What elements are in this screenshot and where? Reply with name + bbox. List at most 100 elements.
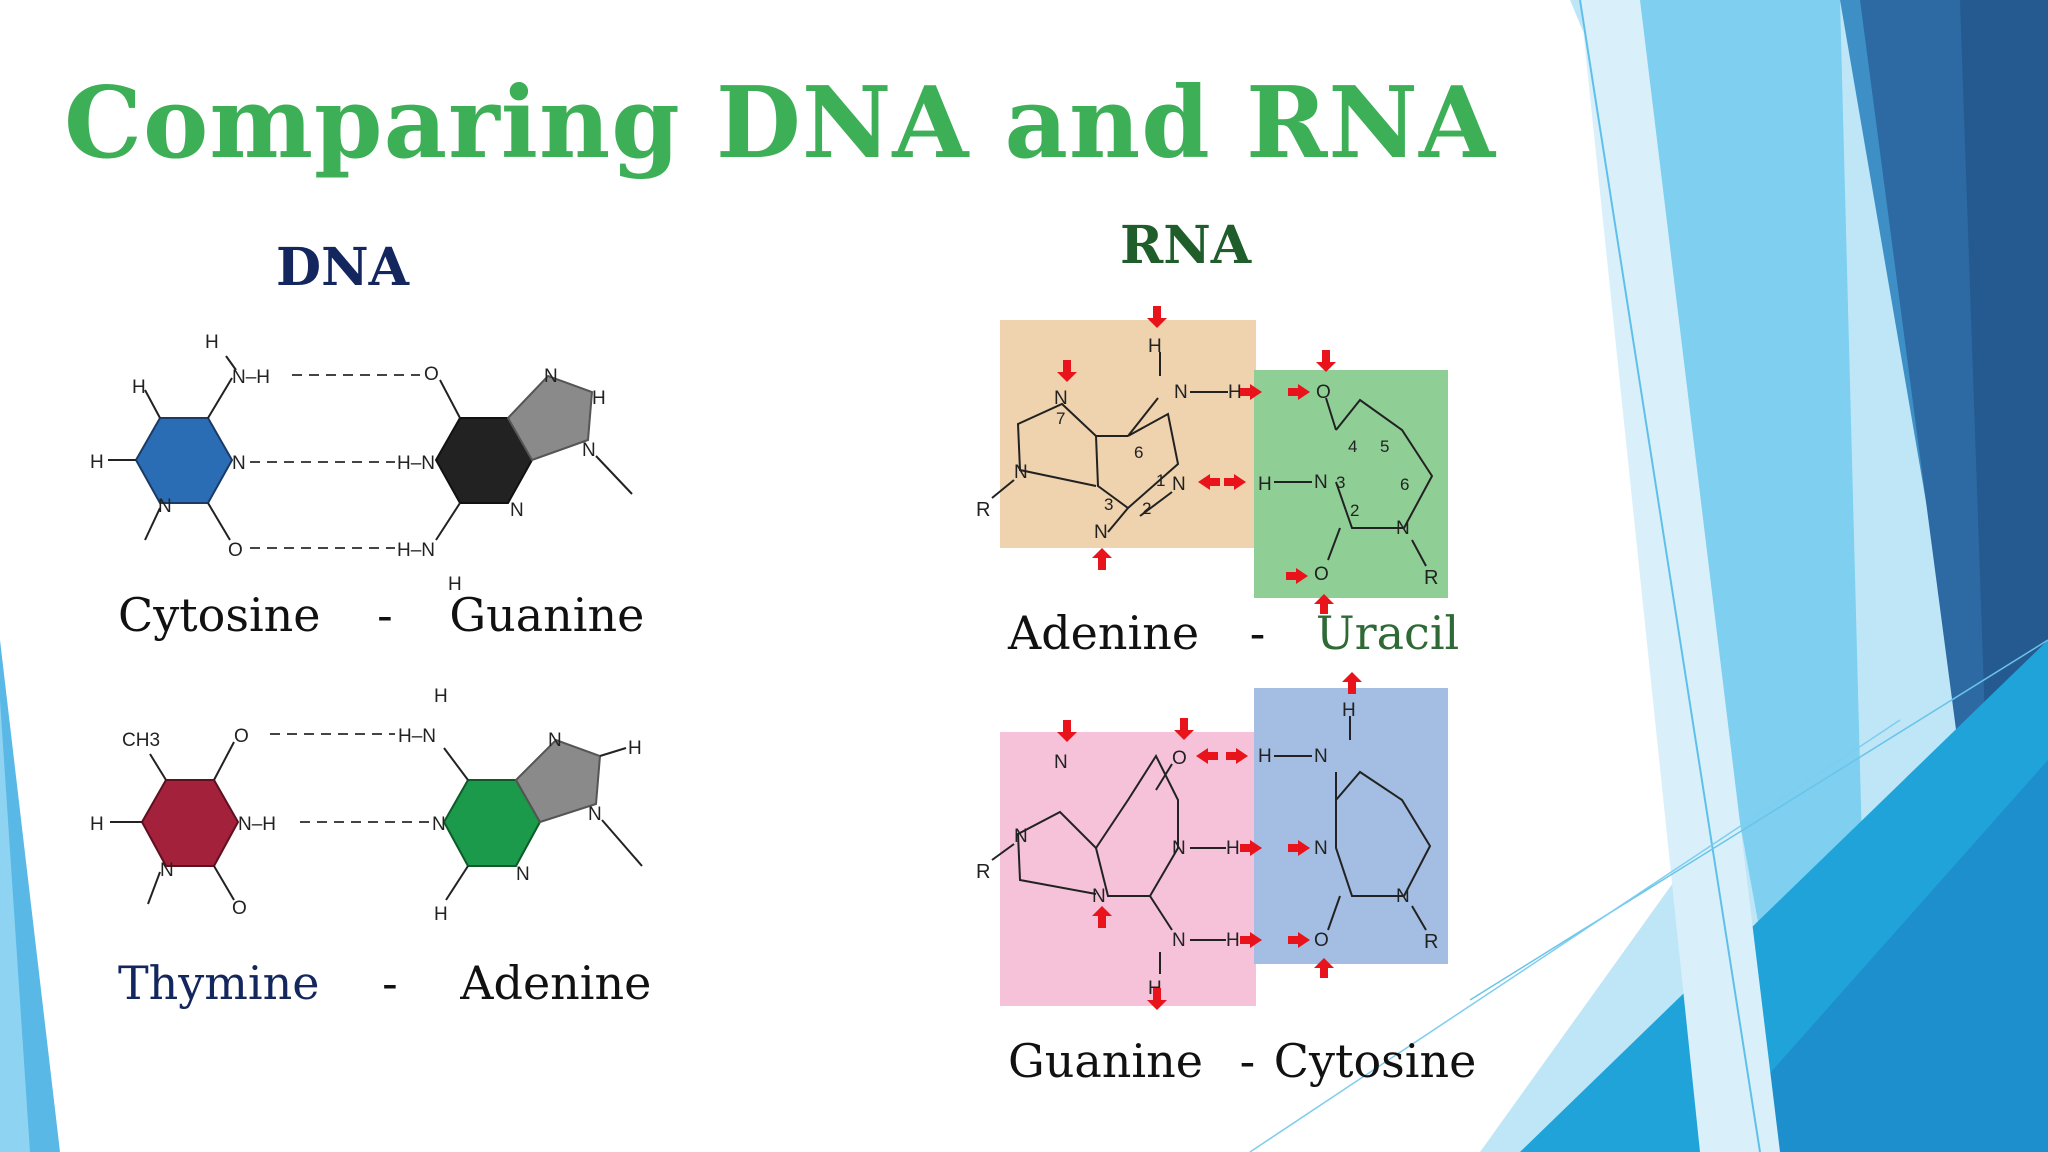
adenine-five-ring xyxy=(514,738,602,824)
atom-r: R xyxy=(976,499,990,521)
rna-heading: RNA xyxy=(1120,215,1252,276)
accent-line-1 xyxy=(1579,0,1761,1152)
atom-h: H xyxy=(205,332,219,353)
atom-hn: H–N xyxy=(398,726,436,747)
red-arrows-pair1 xyxy=(1057,306,1336,614)
right-shape-pale xyxy=(1580,0,1780,1152)
red-arrows-pair2 xyxy=(1057,672,1362,1010)
dash-separator: - xyxy=(1239,1034,1256,1088)
atom-o: O xyxy=(1314,564,1329,585)
atom-n: N xyxy=(158,496,172,517)
dna-heading: DNA xyxy=(276,237,409,298)
guanine-label: Guanine xyxy=(449,588,645,642)
guanine-box xyxy=(1000,732,1256,1006)
atom-n: N xyxy=(582,440,596,461)
adenine-box xyxy=(1000,320,1256,548)
rna-pair2-label: Guanine - Cytosine xyxy=(1008,1034,1476,1088)
atom-hn: H–N xyxy=(397,453,435,474)
atom-h: H xyxy=(132,377,146,398)
atom-n: N xyxy=(432,814,446,835)
atom-o: O xyxy=(1314,930,1329,951)
atom-n: N xyxy=(232,453,246,474)
accent-line-3 xyxy=(1249,719,1901,1152)
right-shape-cyan-2 xyxy=(1700,760,2048,1152)
cytosine-label: Cytosine xyxy=(1273,1034,1477,1088)
svg-text:3: 3 xyxy=(1104,495,1113,514)
atom-n: N xyxy=(1094,522,1108,543)
atom-n: N xyxy=(1054,752,1068,773)
atom-n: N xyxy=(544,366,558,387)
atom-h: H xyxy=(628,738,642,759)
dash-separator: - xyxy=(377,588,393,642)
atom-n: N xyxy=(1172,838,1186,859)
atom-o: O xyxy=(234,726,249,747)
atom-h: H xyxy=(448,574,462,595)
thymine-label: Thymine xyxy=(118,956,320,1010)
svg-text:4: 4 xyxy=(1348,437,1357,456)
atom-ch3: CH3 xyxy=(122,730,160,751)
rna-pair1-label: Adenine - Uracil xyxy=(1008,606,1459,660)
adenine-label: Adenine xyxy=(460,956,652,1010)
atom-h: H xyxy=(1226,838,1240,859)
svg-text:7: 7 xyxy=(1056,409,1065,428)
atom-n: N xyxy=(1174,382,1188,403)
atom-n: N xyxy=(160,860,174,881)
uracil-label: Uracil xyxy=(1315,606,1460,660)
atom-r: R xyxy=(976,861,990,883)
atom-h: H xyxy=(434,686,448,707)
guanine-five-ring xyxy=(506,374,594,462)
atom-o: O xyxy=(1172,748,1187,769)
atom-n: N xyxy=(1172,930,1186,951)
left-edge-shape-light xyxy=(0,700,30,1152)
atom-hn: H–N xyxy=(397,540,435,561)
atom-h: H xyxy=(1342,700,1356,721)
atom-n: N xyxy=(1054,388,1068,409)
atom-n: N xyxy=(1314,472,1328,493)
atom-h: H xyxy=(1226,930,1240,951)
dna-pair1-label: Cytosine - Guanine xyxy=(118,588,644,642)
atom-nh: N–H xyxy=(238,814,276,835)
atom-o: O xyxy=(424,364,439,385)
atom-n: N xyxy=(510,500,524,521)
dna-pair2-label: Thymine - Adenine xyxy=(118,956,651,1010)
atom-n: N xyxy=(1014,826,1028,847)
atom-r: R xyxy=(1424,931,1438,953)
svg-text:5: 5 xyxy=(1380,437,1389,456)
atom-h: H xyxy=(592,388,606,409)
atom-h: H xyxy=(1258,746,1272,767)
svg-text:2: 2 xyxy=(1350,501,1359,520)
atom-h: H xyxy=(90,814,104,835)
atom-n: N xyxy=(1314,746,1328,767)
atom-n: N xyxy=(1172,474,1186,495)
slide-title: Comparing DNA and RNA xyxy=(64,66,1496,181)
atom-n: N xyxy=(548,730,562,751)
svg-text:2: 2 xyxy=(1142,499,1151,518)
cytosine-label: Cytosine xyxy=(118,588,321,642)
accent-line-2 xyxy=(1469,639,2048,1001)
atom-n: N xyxy=(1314,838,1328,859)
guanine-label: Guanine xyxy=(1008,1034,1203,1088)
atom-o: O xyxy=(1316,382,1331,403)
atom-h: H xyxy=(1228,382,1242,403)
svg-text:6: 6 xyxy=(1134,443,1143,462)
adenine-label: Adenine xyxy=(1008,606,1200,660)
atom-n: N xyxy=(1092,886,1106,907)
atom-h: H xyxy=(1258,474,1272,495)
atom-h: H xyxy=(434,904,448,925)
dash-separator: - xyxy=(382,956,398,1010)
uracil-box xyxy=(1254,370,1448,598)
atom-nh: N–H xyxy=(232,367,270,388)
atom-r: R xyxy=(1424,567,1438,589)
atom-h: H xyxy=(1148,336,1162,357)
svg-text:6: 6 xyxy=(1400,475,1409,494)
atom-n: N xyxy=(1396,518,1410,539)
svg-text:3: 3 xyxy=(1336,473,1345,492)
dash-separator: - xyxy=(1249,606,1266,660)
svg-text:1: 1 xyxy=(1156,471,1165,490)
